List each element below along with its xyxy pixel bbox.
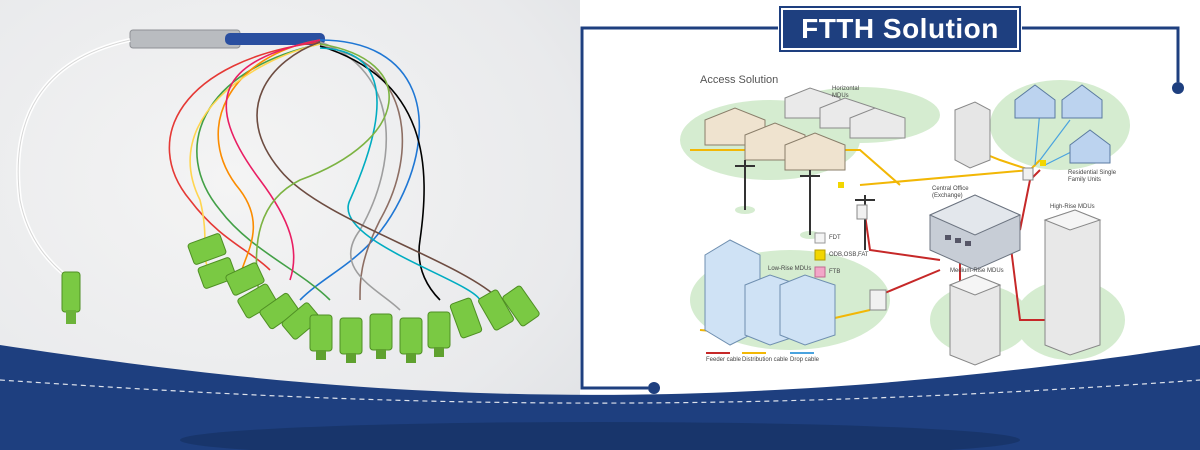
legend-fdt: FDT bbox=[829, 235, 841, 241]
office-tower bbox=[954, 101, 991, 169]
title-box: FTTH Solution bbox=[779, 6, 1021, 52]
frame-endpoint-bottom bbox=[648, 382, 660, 394]
diagram-heading: Access Solution bbox=[700, 74, 779, 86]
frame-endpoint-right bbox=[1172, 82, 1184, 94]
label-low-rise: Low-Rise MDUs bbox=[768, 266, 812, 272]
label-high-rise: High-Rise MDUs bbox=[1050, 204, 1095, 210]
high-rise-mdus bbox=[1043, 209, 1102, 356]
banner-title: FTTH Solution bbox=[801, 13, 999, 44]
label-central-office: Central Office (Exchange) bbox=[932, 186, 969, 199]
legend-odb: ODB,OSB,FAT bbox=[829, 252, 869, 258]
legend-icons bbox=[814, 232, 826, 278]
connector-ferrules bbox=[316, 347, 444, 363]
label-horizontal-mdus: Horizontal MDUs bbox=[832, 86, 860, 99]
distribution-boxes bbox=[838, 160, 1046, 311]
splitter-boot bbox=[225, 33, 325, 45]
central-office bbox=[928, 194, 1022, 271]
low-rise-mdus bbox=[704, 239, 836, 346]
legend-ftb: FTB bbox=[829, 269, 841, 275]
cable-legend-drop: Drop cable bbox=[790, 357, 820, 363]
cable-legend-distribution: Distribution cable bbox=[742, 357, 789, 363]
utility-poles bbox=[735, 160, 875, 250]
residential-houses bbox=[1014, 84, 1111, 164]
medium-rise-mdus bbox=[948, 274, 1002, 366]
horizontal-mdu-buildings bbox=[704, 87, 906, 171]
label-medium-rise: Medium-Rise MDUs bbox=[950, 268, 1004, 274]
label-residential: Residential Single Family Units bbox=[1068, 170, 1117, 183]
cable-legend-feeder: Feeder cable bbox=[706, 357, 742, 363]
output-sc-connectors bbox=[187, 233, 540, 355]
input-sc-connector bbox=[61, 271, 81, 324]
fiber-splitter-illustration bbox=[16, 29, 540, 363]
